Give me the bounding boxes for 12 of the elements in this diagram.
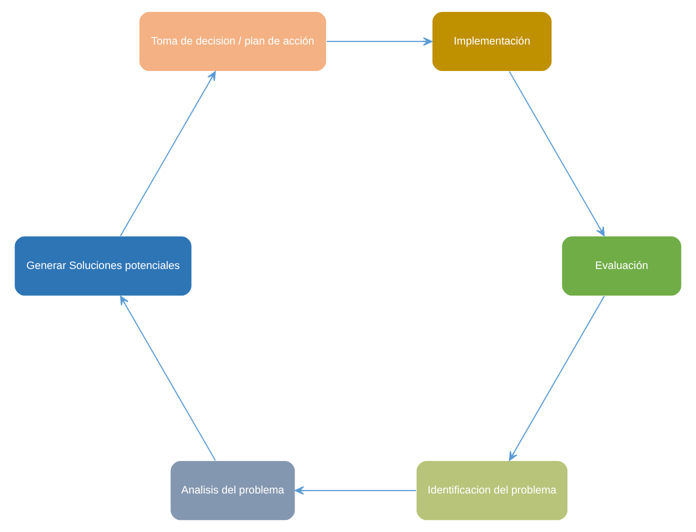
arrow bbox=[326, 37, 432, 46]
arrow bbox=[508, 296, 605, 461]
arrow bbox=[120, 71, 216, 236]
node-box: Toma de decision / plan de acción bbox=[138, 11, 327, 72]
node-box: Evaluación bbox=[561, 236, 682, 296]
arrow bbox=[120, 296, 216, 461]
arrow bbox=[294, 486, 416, 495]
node-box: Analisis del problema bbox=[170, 460, 296, 521]
node-box: Identificacion del problema bbox=[416, 460, 568, 521]
arrow bbox=[508, 71, 605, 236]
node-box: Generar Soluciones potenciales bbox=[14, 236, 192, 296]
node-box: Implementación bbox=[432, 11, 552, 72]
